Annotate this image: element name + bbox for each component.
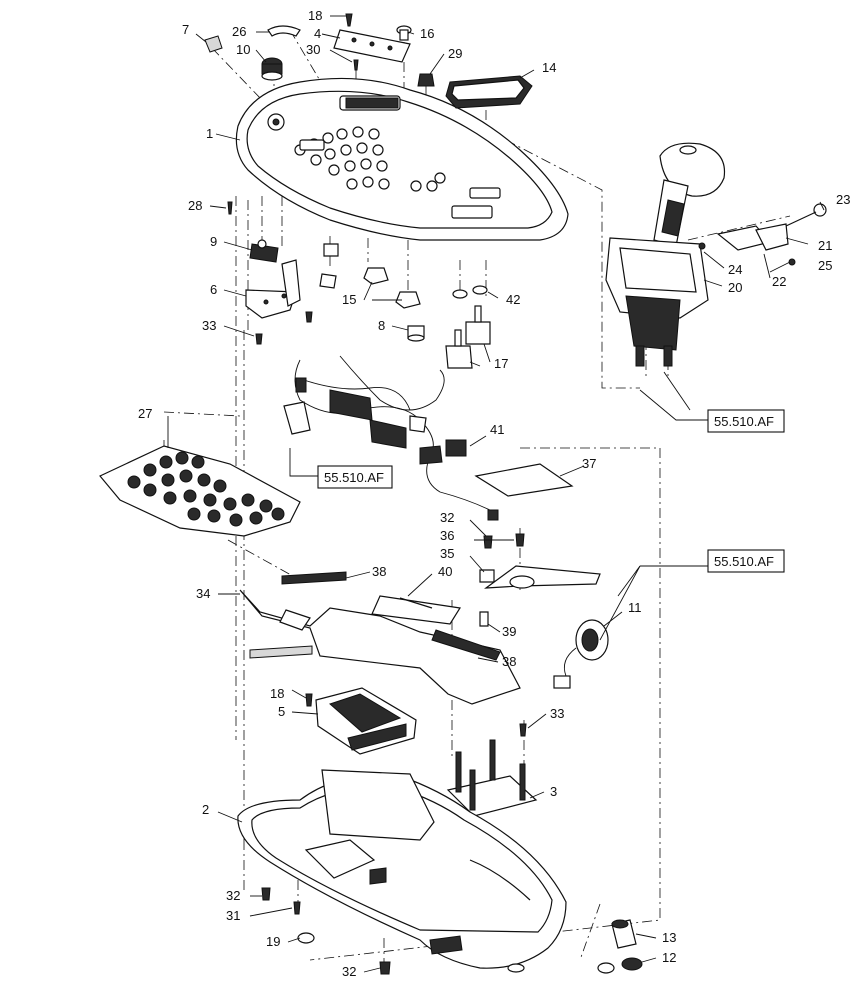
reference-box-joystick[interactable]: 55.510.AF (707, 409, 785, 433)
callout-40: 40 (438, 564, 452, 579)
callout-10: 10 (236, 42, 250, 57)
callout-2: 2 (202, 802, 209, 817)
callout-4: 4 (314, 26, 321, 41)
callout-leaders (167, 15, 825, 973)
mid-hardware (479, 533, 525, 627)
callout-20: 20 (728, 280, 742, 295)
callout-38-lower: 38 (502, 654, 516, 669)
callout-33-left: 33 (202, 318, 216, 333)
callout-28: 28 (188, 198, 202, 213)
callout-24: 24 (728, 262, 742, 277)
callout-21: 21 (818, 238, 832, 253)
callout-26: 26 (232, 24, 246, 39)
under-cover-parts (227, 201, 491, 369)
callout-37: 37 (582, 456, 596, 471)
callout-32-bottom: 32 (342, 964, 356, 979)
callout-3: 3 (550, 784, 557, 799)
callout-38-upper: 38 (372, 564, 386, 579)
callout-34: 34 (196, 586, 210, 601)
callout-13: 13 (662, 930, 676, 945)
callout-8: 8 (378, 318, 385, 333)
callout-16: 16 (420, 26, 434, 41)
callout-33-right: 33 (550, 706, 564, 721)
callout-41: 41 (490, 422, 504, 437)
callout-18-top: 18 (308, 8, 322, 23)
callout-42: 42 (506, 292, 520, 307)
lower-hardware (261, 887, 643, 975)
callout-32-bottom-left: 32 (226, 888, 240, 903)
wiring-harness (283, 355, 499, 521)
callout-22: 22 (772, 274, 786, 289)
callout-23: 23 (836, 192, 850, 207)
callout-15: 15 (342, 292, 356, 307)
label-sheet (474, 463, 574, 497)
reference-label-harness[interactable]: 55.510.AF (324, 470, 384, 485)
buzzer-module (553, 619, 609, 689)
callout-11: 11 (628, 600, 642, 615)
reference-label-lower[interactable]: 55.510.AF (714, 554, 774, 569)
callout-14: 14 (542, 60, 556, 75)
keypad-membrane (99, 445, 301, 537)
mounting-bracket (239, 565, 601, 705)
callout-19: 19 (266, 934, 280, 949)
callout-39: 39 (502, 624, 516, 639)
callout-18-lower: 18 (270, 686, 284, 701)
callout-1: 1 (206, 126, 213, 141)
upper-console-cover (235, 77, 569, 241)
callout-25: 25 (818, 258, 832, 273)
callout-35: 35 (440, 546, 454, 561)
joystick-assembly (605, 142, 827, 367)
control-module (305, 687, 417, 755)
reference-label-joystick[interactable]: 55.510.AF (714, 414, 774, 429)
lower-console-housing (237, 769, 567, 973)
reference-box-lower[interactable]: 55.510.AF (707, 549, 785, 573)
assembly-guide-lines (163, 29, 791, 966)
reference-box-harness[interactable]: 55.510.AF (317, 465, 393, 489)
callout-31: 31 (226, 908, 240, 923)
callout-30: 30 (306, 42, 320, 57)
callout-6: 6 (210, 282, 217, 297)
support-stand (446, 723, 538, 817)
callout-17: 17 (494, 356, 508, 371)
top-small-parts (204, 13, 533, 109)
callout-7: 7 (182, 22, 189, 37)
callout-5: 5 (278, 704, 285, 719)
callout-12: 12 (662, 950, 676, 965)
callout-9: 9 (210, 234, 217, 249)
callout-36: 36 (440, 528, 454, 543)
callout-labels: 1 2 3 4 5 6 7 8 9 10 11 12 13 14 15 16 1… (138, 8, 850, 979)
callout-29: 29 (448, 46, 462, 61)
callout-27: 27 (138, 406, 152, 421)
callout-32-mid: 32 (440, 510, 454, 525)
